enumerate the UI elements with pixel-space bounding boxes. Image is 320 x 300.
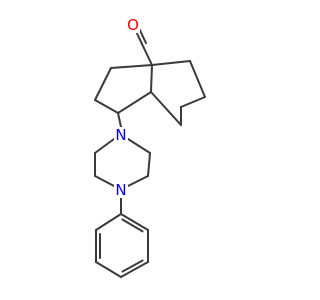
bond: [141, 43, 153, 66]
atom-label-background: [126, 17, 140, 33]
bond: [120, 261, 149, 278]
bond-aromatic-inner: [121, 218, 144, 233]
atom-label-o: O: [127, 16, 139, 34]
bond: [150, 64, 153, 93]
atom-label-n: N: [115, 126, 126, 144]
molecule-diagram: O N N: [94, 16, 206, 278]
atom-label-n: N: [115, 181, 126, 199]
bond: [110, 64, 153, 69]
bond: [127, 138, 151, 154]
bond: [147, 152, 151, 177]
bond: [95, 213, 122, 231]
bond: [151, 60, 191, 66]
atom-label-background: [114, 127, 128, 143]
bond: [127, 175, 149, 187]
bond: [94, 99, 119, 114]
bond-skeleton: [94, 23, 206, 278]
bond: [150, 91, 182, 126]
bond: [120, 213, 149, 231]
bond: [180, 96, 206, 108]
bond: [189, 60, 206, 98]
bond: [117, 112, 122, 128]
bond: [94, 67, 112, 101]
bond-aromatic-inner: [121, 259, 144, 273]
bond: [94, 175, 115, 187]
atom-label-background: [114, 182, 128, 198]
bond: [94, 138, 115, 154]
bond: [95, 261, 122, 278]
atom-labels: O N N: [114, 16, 140, 199]
bond: [117, 91, 152, 114]
